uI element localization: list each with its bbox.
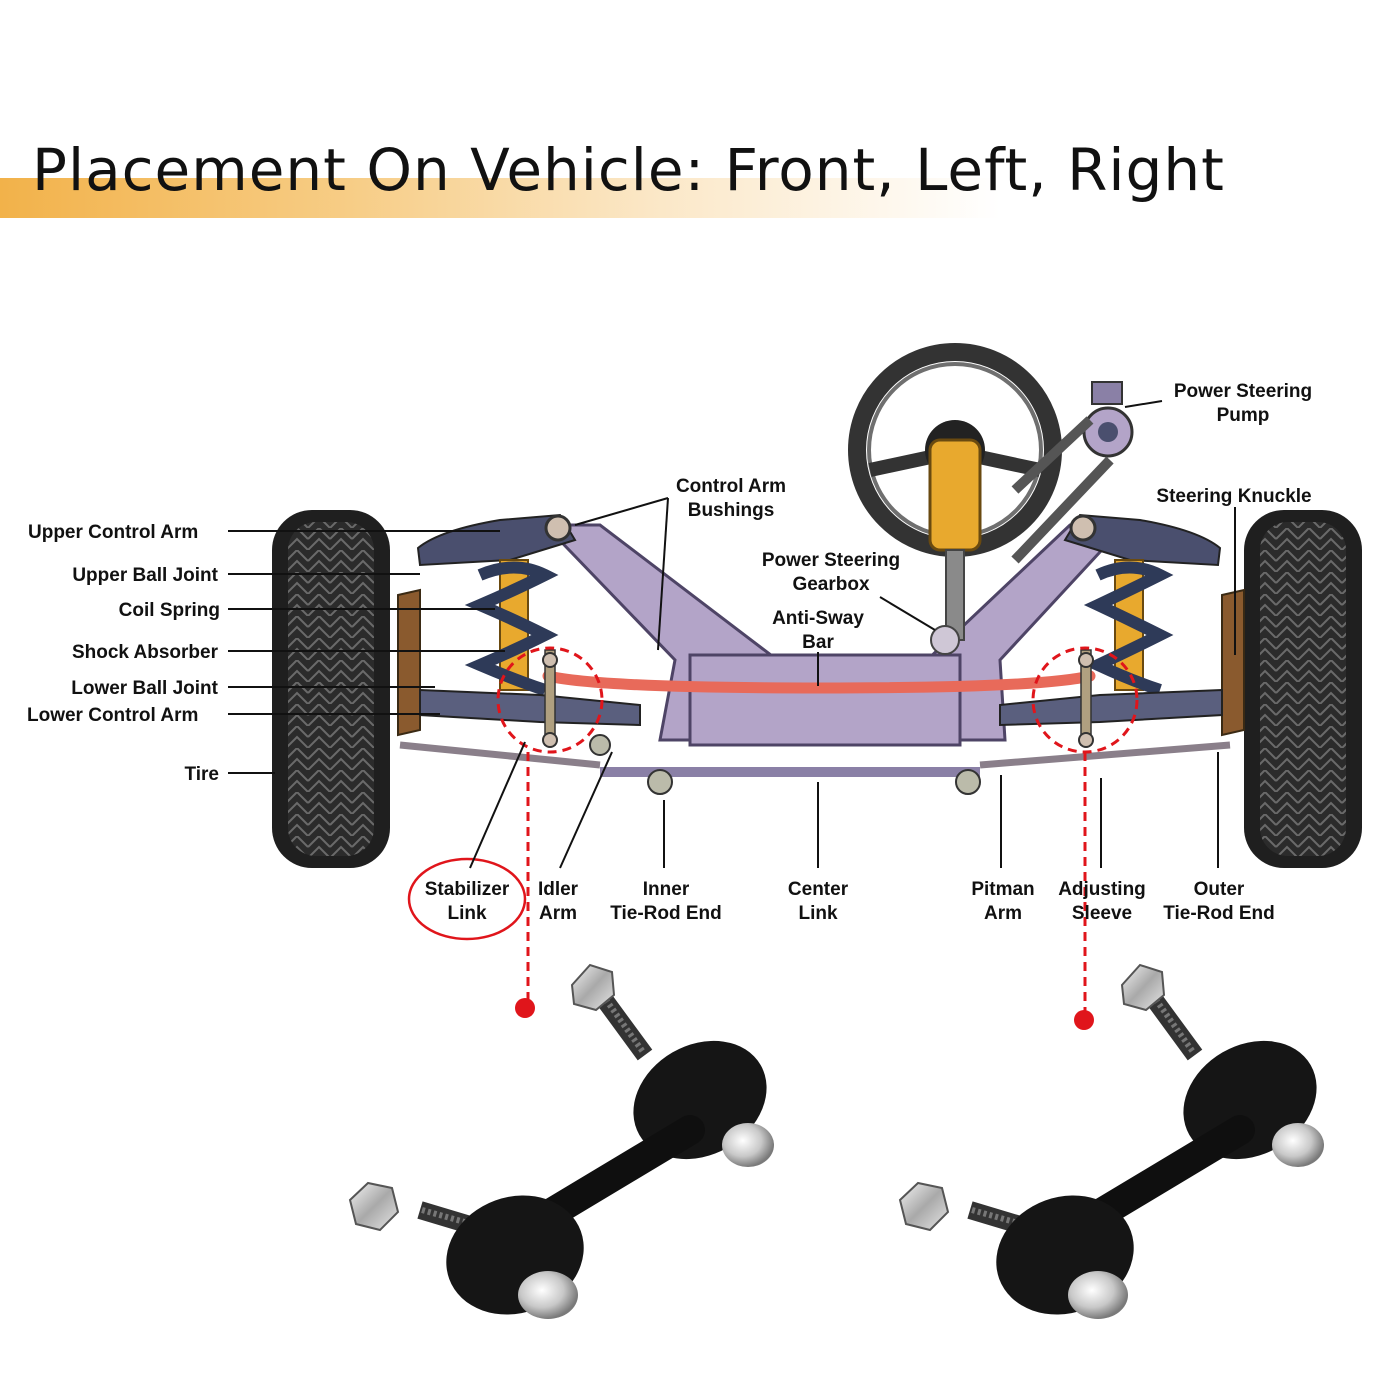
right-tire (1244, 510, 1362, 868)
label-lower-control-arm: Lower Control Arm (27, 705, 198, 726)
left-steering-knuckle (397, 588, 421, 737)
label-steering-knuckle: Steering Knuckle (1156, 486, 1311, 507)
label-control-arm-bushings-2: Bushings (688, 500, 775, 521)
label-anti-sway-bar-1: Anti-Sway (772, 608, 864, 629)
label-control-arm-bushings-1: Control Arm (676, 476, 786, 497)
label-pitman-arm-1: Pitman (971, 879, 1034, 900)
label-idler-arm-2: Arm (539, 903, 577, 924)
label-adjusting-sleeve-2: Sleeve (1072, 903, 1132, 924)
label-power-steering-gearbox-2: Gearbox (792, 574, 870, 595)
label-shock-absorber: Shock Absorber (72, 642, 219, 663)
label-power-steering-gearbox-1: Power Steering (762, 550, 900, 571)
left-stabilizer-highlight (496, 646, 604, 1018)
label-lower-ball-joint: Lower Ball Joint (71, 678, 218, 699)
left-stabilizer-link-post (542, 649, 558, 748)
right-coil-spring (1083, 559, 1174, 696)
label-coil-spring: Coil Spring (119, 600, 220, 621)
steering-wheel (848, 343, 1062, 655)
right-upper-control-arm (1063, 513, 1222, 567)
power-steering-pump (1011, 381, 1134, 564)
label-stabilizer-link-1: Stabilizer (425, 879, 510, 900)
left-upper-control-arm (416, 513, 577, 567)
right-stabilizer-link-post (1078, 649, 1094, 748)
right-lower-control-arm (999, 688, 1223, 727)
label-anti-sway-bar-2: Bar (802, 632, 834, 653)
label-upper-ball-joint: Upper Ball Joint (72, 565, 218, 586)
steering-linkage (399, 734, 1231, 795)
leader-lines (228, 400, 1236, 869)
label-outer-tie-rod-end-1: Outer (1194, 879, 1245, 900)
label-inner-tie-rod-end-2: Tie-Rod End (610, 903, 722, 924)
label-inner-tie-rod-end-1: Inner (643, 879, 690, 900)
label-outer-tie-rod-end-2: Tie-Rod End (1163, 903, 1275, 924)
right-steering-knuckle (1221, 588, 1245, 737)
stabilizer-link-product-left (348, 963, 774, 1319)
label-power-steering-pump-2: Pump (1217, 405, 1270, 426)
label-tire: Tire (184, 764, 219, 785)
part-labels: Upper Control Arm Upper Ball Joint Coil … (27, 381, 1312, 924)
left-tire (272, 510, 390, 868)
title-highlight-band (0, 178, 1000, 218)
label-pitman-arm-2: Arm (984, 903, 1022, 924)
label-upper-control-arm: Upper Control Arm (28, 522, 198, 543)
label-idler-arm-1: Idler (538, 879, 579, 900)
label-center-link-1: Center (788, 879, 849, 900)
anti-sway-bar (542, 670, 1096, 694)
label-center-link-2: Link (798, 903, 837, 924)
left-lower-control-arm (419, 688, 641, 727)
right-stabilizer-highlight (1031, 646, 1139, 1030)
stabilizer-label-highlight (407, 857, 527, 941)
label-adjusting-sleeve-1: Adjusting (1058, 879, 1146, 900)
left-coil-spring (464, 559, 559, 696)
label-power-steering-pump-1: Power Steering (1174, 381, 1312, 402)
page-title: Placement On Vehicle: Front, Left, Right (32, 136, 1225, 204)
label-stabilizer-link-2: Link (447, 903, 486, 924)
stabilizer-link-product-right (898, 963, 1324, 1319)
